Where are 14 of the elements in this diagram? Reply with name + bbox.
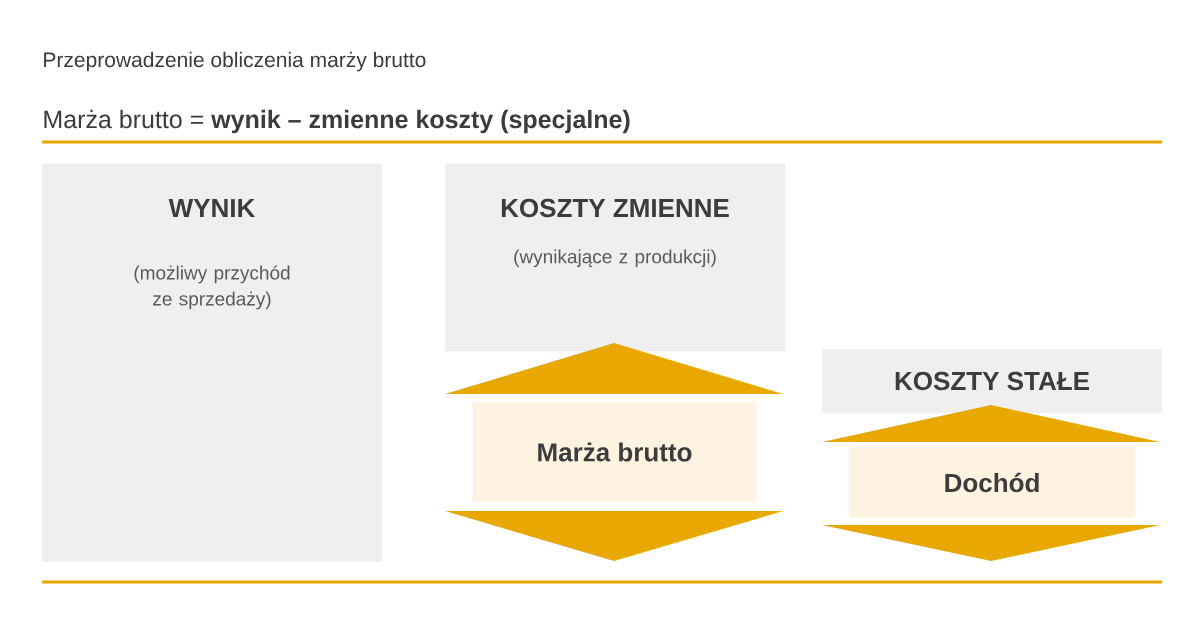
box-heading: WYNIK — [168, 199, 256, 217]
triangle-shape — [445, 343, 783, 394]
triangle-shape — [445, 511, 783, 561]
triangle-shape — [822, 525, 1160, 561]
title: Przeprowadzenie obliczenia marży brutto — [44, 51, 426, 72]
box-heading: KOSZTY ZMIENNE — [501, 198, 729, 218]
text-box: Dochód — [849, 447, 1135, 518]
triangle-shape — [822, 405, 1160, 442]
text-box — [445, 163, 785, 352]
text-box: KOSZTY STAŁE — [822, 349, 1162, 413]
text-box: Marża brutto — [472, 402, 757, 502]
formula-text: Marża brutto = wynik – zmienne koszty (specjalne) — [44, 109, 630, 134]
box-description: (wynikające z produkcji) — [514, 249, 716, 268]
box-description: (możliwy przychód ze sprzedaży) — [134, 265, 290, 310]
